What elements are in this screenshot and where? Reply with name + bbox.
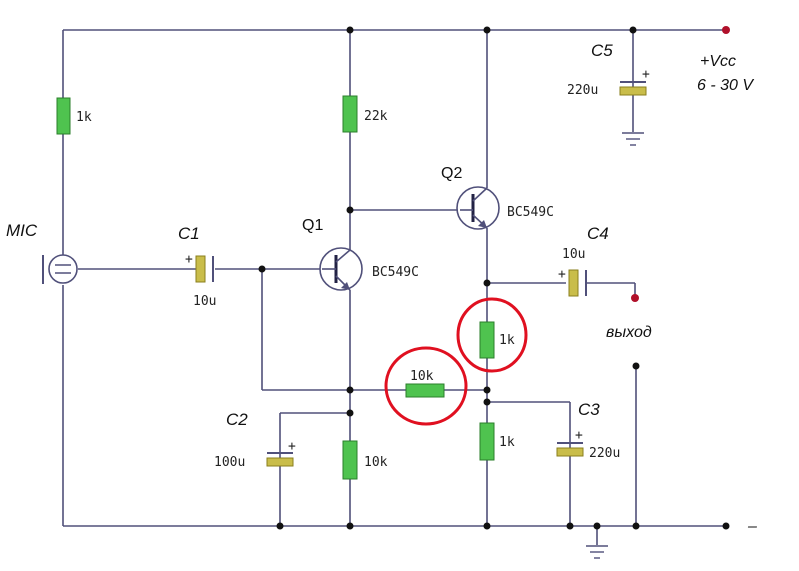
resistor-r-mic xyxy=(56,97,71,135)
microphone-icon xyxy=(42,254,78,284)
capacitor-c1: + xyxy=(185,252,214,283)
junction-dots xyxy=(258,26,730,530)
capacitor-c5-plus: + xyxy=(642,67,650,82)
ground-c5-icon xyxy=(622,132,644,146)
transistor-q1 xyxy=(319,247,363,291)
resistor-22k xyxy=(342,95,358,133)
capacitor-c5-value: 220u xyxy=(567,83,598,98)
vcc-range-label: 6 - 30 V xyxy=(697,77,754,94)
capacitor-c4-value: 10u xyxy=(562,247,585,262)
vcc-label: +Vcc xyxy=(700,53,736,70)
capacitor-c2: + xyxy=(266,439,296,467)
capacitor-c3-ref: C3 xyxy=(578,400,600,419)
resistor-r-mic-value: 1k xyxy=(76,110,92,125)
capacitor-c5-ref: C5 xyxy=(591,41,613,60)
resistor-22k-value: 22k xyxy=(364,109,388,124)
ground-main-icon xyxy=(586,545,608,559)
capacitor-c3-value: 220u xyxy=(589,446,620,461)
mic-label: MIC xyxy=(6,221,38,240)
resistor-1k-q2-emitter xyxy=(479,321,495,359)
transistor-q2-ref: Q2 xyxy=(441,165,462,182)
transistor-q1-ref: Q1 xyxy=(302,217,323,234)
resistor-1k-bottom-value: 1k xyxy=(499,435,515,450)
wires xyxy=(62,29,726,545)
resistor-1k-bottom xyxy=(479,422,495,461)
transistor-q2-part: BC549C xyxy=(507,205,554,220)
capacitor-c2-value: 100u xyxy=(214,455,245,470)
capacitor-c4: + xyxy=(558,267,587,297)
highlight-circle-emitter-resistor xyxy=(456,297,528,373)
resistor-10k-feedback xyxy=(405,383,445,398)
output-terminal xyxy=(631,294,639,302)
capacitor-c1-ref: C1 xyxy=(178,224,200,243)
capacitor-c3: + xyxy=(556,428,584,457)
ground-minus-label: – xyxy=(747,518,757,535)
transistor-q2 xyxy=(456,186,500,230)
capacitor-c1-value: 10u xyxy=(193,294,216,309)
resistor-10k-feedback-value: 10k xyxy=(410,369,434,384)
resistor-10k-emitter xyxy=(342,440,358,480)
capacitor-c3-plus: + xyxy=(575,428,583,443)
capacitor-c2-plus: + xyxy=(288,439,296,454)
transistor-q1-part: BC549C xyxy=(372,265,419,280)
capacitor-c5: + xyxy=(619,67,650,96)
resistor-10k-emitter-value: 10k xyxy=(364,455,388,470)
capacitor-c1-plus: + xyxy=(185,252,193,267)
resistor-1k-q2-emitter-value: 1k xyxy=(499,333,515,348)
capacitor-c4-plus: + xyxy=(558,267,566,282)
capacitor-c2-ref: C2 xyxy=(226,410,248,429)
highlight-circle-feedback-resistor xyxy=(384,346,468,426)
output-label: выход xyxy=(606,324,652,341)
capacitor-c4-ref: C4 xyxy=(587,224,609,243)
vcc-terminal xyxy=(722,26,730,34)
